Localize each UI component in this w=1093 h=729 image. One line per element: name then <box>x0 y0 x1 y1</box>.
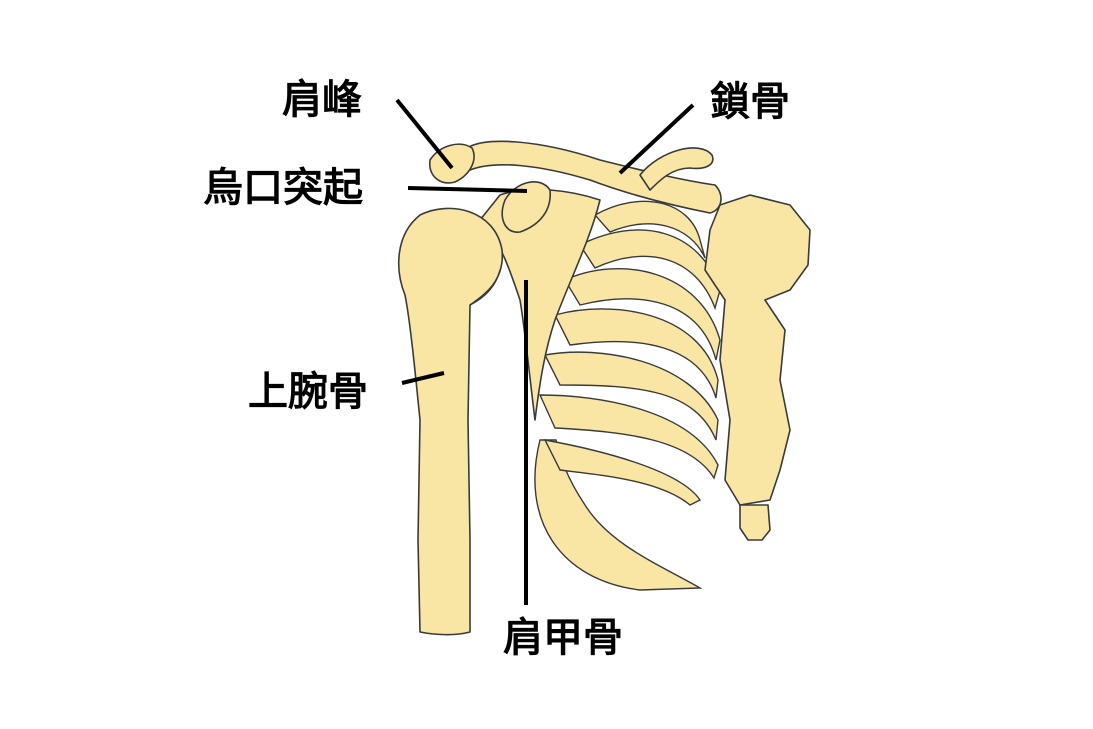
lower-rib-arc <box>534 439 703 591</box>
clavicle <box>464 140 722 214</box>
rib-1 <box>593 200 706 259</box>
rib-5 <box>543 351 719 441</box>
scapula <box>479 188 601 421</box>
label-coracoid: 烏口突起 <box>203 165 363 211</box>
humerus-neck-line <box>469 269 501 306</box>
rib-7 <box>543 439 702 506</box>
coracoid-process <box>501 181 551 233</box>
leader-coracoid <box>407 186 528 193</box>
label-clavicle: 鎖骨 <box>710 79 790 125</box>
rib-4 <box>553 308 719 399</box>
rib-2 <box>578 229 721 311</box>
label-humerus: 上腕骨 <box>248 369 368 415</box>
humerus <box>397 207 503 636</box>
rib-3 <box>563 268 721 361</box>
xiphoid-process <box>739 504 771 541</box>
sternum <box>704 194 811 506</box>
rib-6 <box>538 394 719 480</box>
label-acromion: 肩峰 <box>282 77 362 123</box>
label-scapula: 肩甲骨 <box>503 615 623 661</box>
ribcage <box>538 200 721 506</box>
leader-clavicle <box>618 103 695 175</box>
leader-humerus <box>401 371 445 385</box>
clavicle-rib-curve <box>639 147 714 191</box>
leader-acromion <box>395 98 454 170</box>
